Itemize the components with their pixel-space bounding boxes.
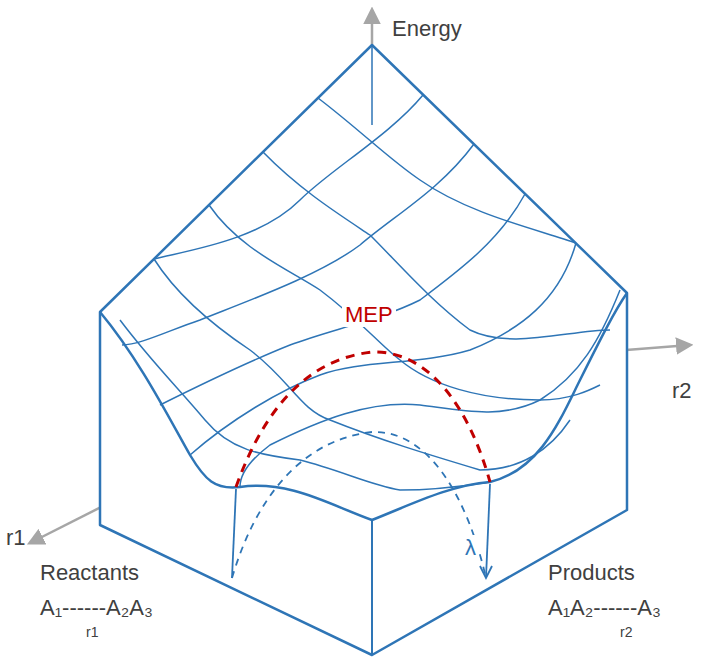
lambda-projection xyxy=(232,432,492,578)
mep-label: MEP xyxy=(342,302,396,327)
distance-label: r2 xyxy=(620,624,632,640)
surface-outline xyxy=(100,45,627,655)
lambda-label: λ xyxy=(462,535,479,560)
formula-label: A₁A₂------A₃ xyxy=(548,595,661,620)
axis-label: r2 xyxy=(672,378,692,403)
distance-label: r1 xyxy=(86,624,98,640)
region-label: Products xyxy=(548,560,635,585)
axis-label: Energy xyxy=(392,16,462,41)
mep-path xyxy=(236,352,490,487)
axis-label: r1 xyxy=(6,525,26,550)
region-label: Reactants xyxy=(40,560,139,585)
formula-label: A₁------A₂A₃ xyxy=(40,595,153,620)
